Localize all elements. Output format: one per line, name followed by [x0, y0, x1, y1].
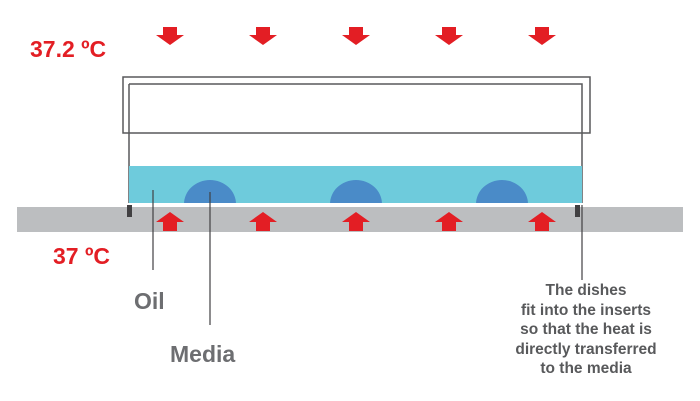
heat-arrow-up-icon: [528, 212, 556, 231]
top-temperature: 37.2 ºC: [30, 36, 107, 62]
note-line: so that the heat is: [520, 321, 652, 338]
heat-arrow-up-icon: [249, 212, 277, 231]
dish-note: The dishes fit into the inserts so that …: [486, 281, 686, 379]
heat-arrow-down-icon: [342, 27, 370, 45]
insert-left: [127, 205, 132, 217]
media-droplet: [476, 180, 528, 204]
heat-arrow-up-icon: [156, 212, 184, 231]
oil-label: Oil: [134, 288, 165, 314]
bottom-temperature: 37 ºC: [53, 243, 110, 269]
heat-arrow-down-icon: [528, 27, 556, 45]
heat-arrow-down-icon: [249, 27, 277, 45]
insert-right: [575, 205, 580, 217]
note-line: directly transferred: [515, 340, 657, 358]
note-line: to the media: [540, 360, 632, 377]
note-line: fit into the inserts: [520, 301, 652, 319]
heat-arrow-up-icon: [342, 212, 370, 231]
heat-arrow-down-icon: [156, 27, 184, 45]
heat-arrow-up-icon: [435, 212, 463, 231]
note-line: The dishes: [545, 282, 627, 299]
media-label: Media: [170, 341, 236, 367]
dish-lid: [122, 76, 591, 134]
heat-arrow-down-icon: [435, 27, 463, 45]
media-droplet: [330, 180, 382, 204]
